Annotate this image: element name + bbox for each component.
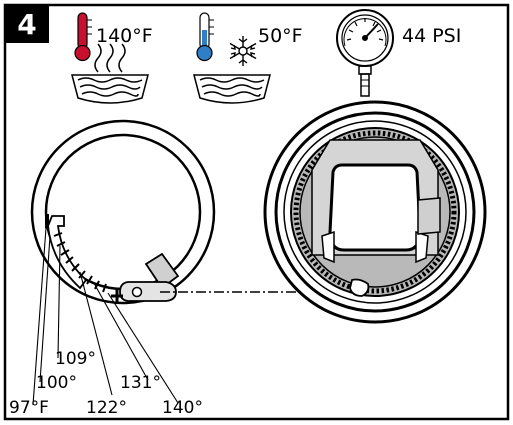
cold-water-bowl-icon xyxy=(193,74,271,104)
steam-icon xyxy=(94,43,126,73)
frame-border xyxy=(3,3,510,421)
cold-temperature-label: 50°F xyxy=(258,25,303,47)
thermometer-cold-icon xyxy=(196,12,214,62)
indexed-scale-segment xyxy=(47,215,107,293)
thermometer-hot-icon xyxy=(74,12,92,62)
hot-water-bowl-icon xyxy=(71,74,149,104)
label-leaders xyxy=(32,227,179,406)
label-131: 131° xyxy=(120,373,161,393)
step-badge xyxy=(5,5,49,43)
plus-mark xyxy=(111,290,123,302)
valve-cartridge xyxy=(263,100,487,324)
minimum-mark xyxy=(45,214,49,228)
label-109: 109° xyxy=(55,349,96,369)
stop-tab xyxy=(119,252,180,302)
label-122: 122° xyxy=(86,398,127,418)
label-97: 97°F xyxy=(9,398,49,418)
label-140: 140° xyxy=(162,398,203,418)
pressure-label: 44 PSI xyxy=(402,25,461,47)
pressure-gauge-icon xyxy=(336,9,394,97)
label-100: 100° xyxy=(36,373,77,393)
step-number: 4 xyxy=(17,8,36,41)
hot-temperature-label: 140°F xyxy=(96,25,153,47)
snowflake-icon xyxy=(229,36,257,66)
